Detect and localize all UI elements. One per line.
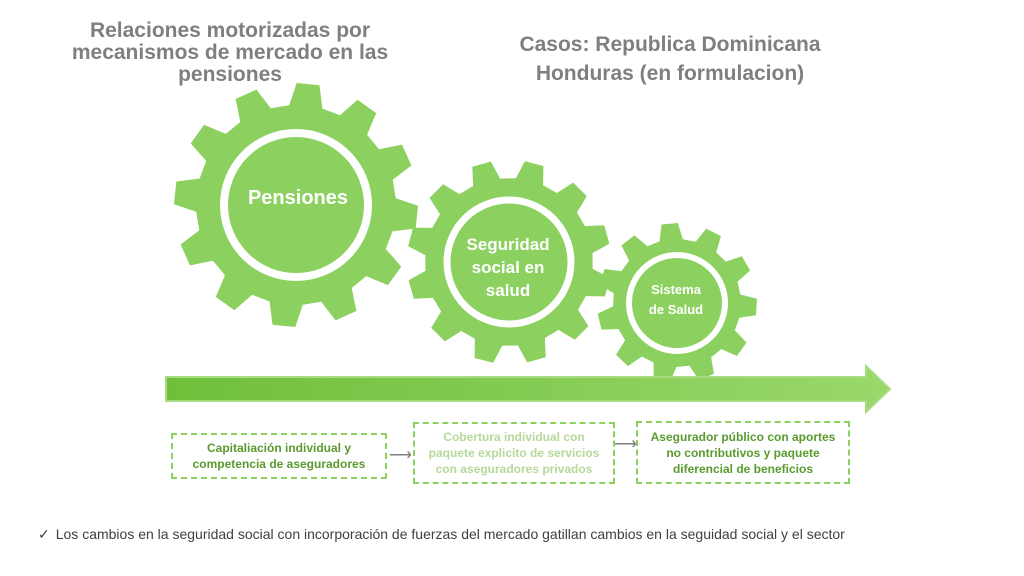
gear-ring [220, 129, 372, 281]
gear-large-icon [174, 83, 418, 327]
checkmark-icon: ✓ [38, 526, 50, 542]
right-title-line-2: Honduras (en formulacion) [535, 62, 805, 85]
footer-note: ✓ Los cambios en la seguridad social con … [38, 526, 845, 543]
gear-ring [443, 196, 575, 328]
stage-box-3: Asegurador público con aportes no contri… [636, 421, 850, 484]
gear-hub [230, 139, 362, 271]
gear-large-label: Pensiones [248, 187, 348, 209]
gear-hub [634, 260, 720, 346]
gear-medium-icon [408, 161, 610, 363]
gear-medium-label-line-1: Seguridad [466, 235, 549, 254]
gear-ring [626, 252, 728, 354]
gear-small-label-line-2: de Salud [649, 302, 703, 317]
arrow-right-icon: ⟶ [614, 436, 637, 453]
right-title: Casos: Republica Dominicana Honduras (en… [490, 30, 850, 88]
stage-box-1: Capitaliación individual y competencia d… [171, 433, 387, 479]
footer-text: Los cambios en la seguridad social con i… [55, 526, 845, 542]
left-title: Relaciones motorizadas por mecanismos de… [71, 19, 389, 86]
gear-small-icon [597, 223, 757, 383]
gear-small-label-line-1: Sistema [651, 282, 702, 297]
gear-hub [453, 206, 565, 318]
gear-medium-label-line-3: salud [486, 281, 530, 300]
progress-arrow-icon [165, 363, 892, 415]
gear-medium-label-line-2: social en [472, 258, 545, 277]
right-title-line-1: Casos: Republica Dominicana [519, 33, 821, 56]
stage-box-2: Cobertura individual con paquete explici… [413, 422, 615, 484]
arrow-right-icon: ⟶ [389, 447, 412, 464]
